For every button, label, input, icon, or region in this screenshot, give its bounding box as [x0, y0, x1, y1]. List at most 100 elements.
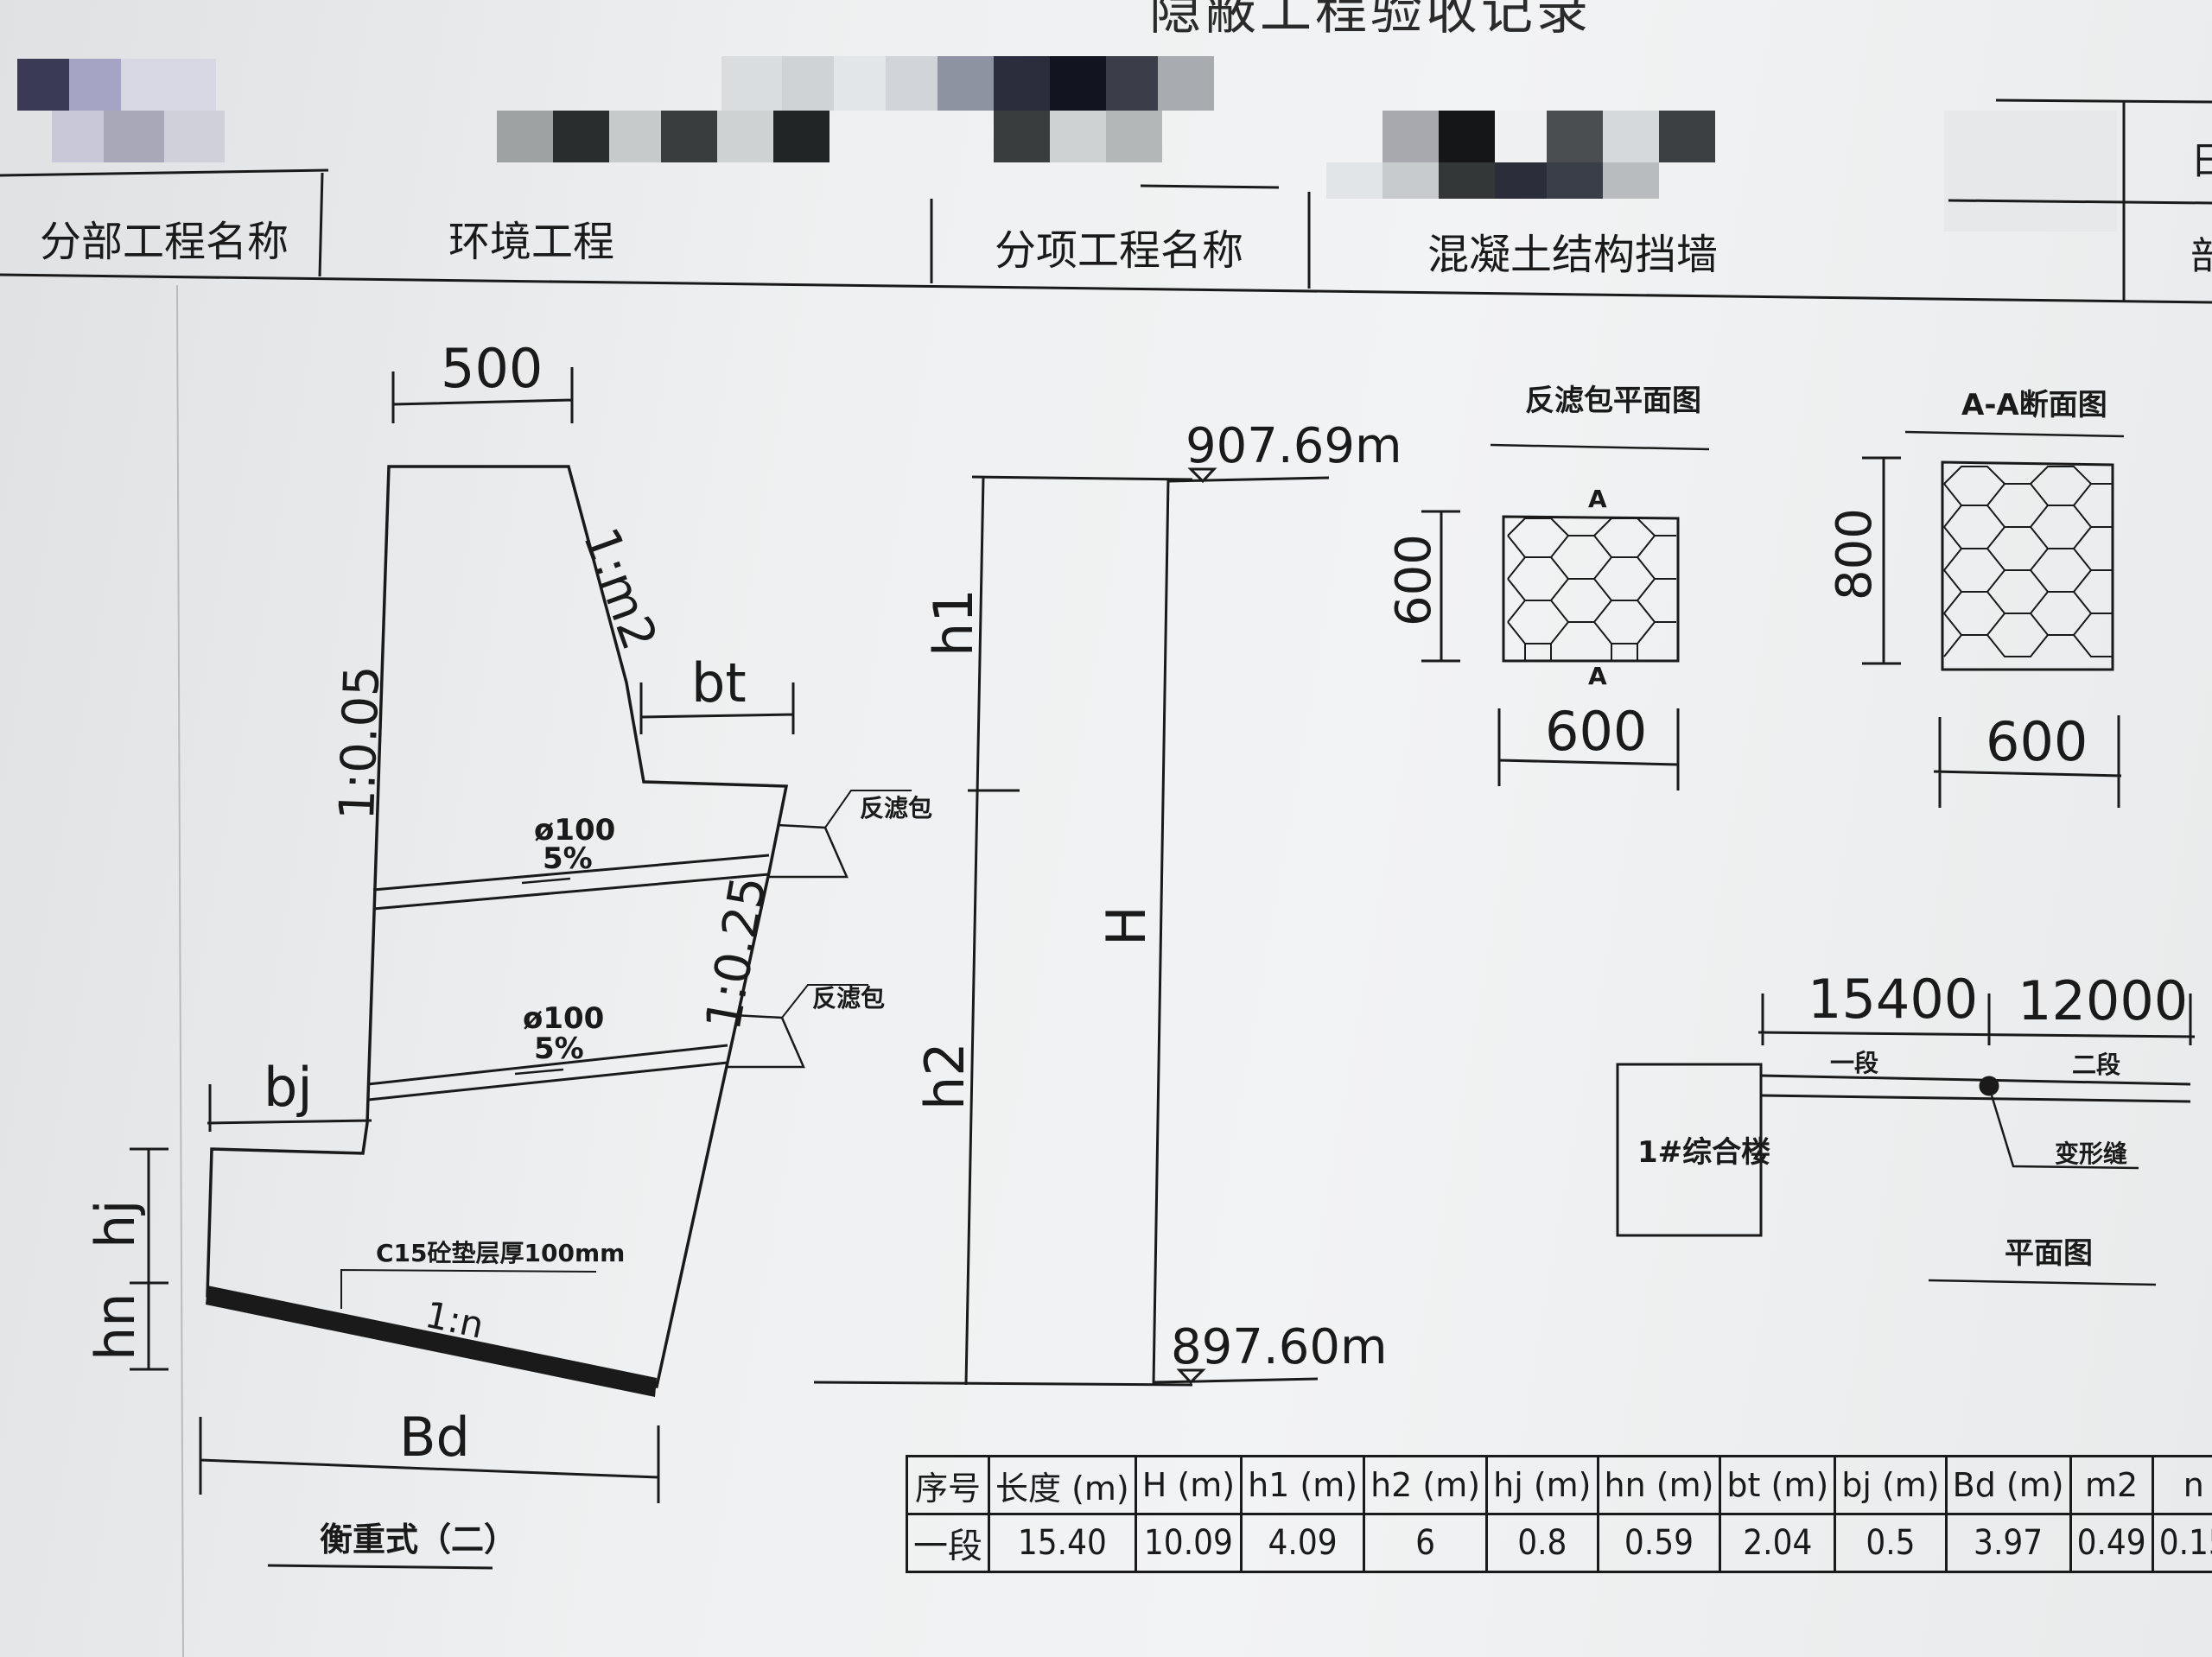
- aa-dim-height: [1862, 456, 1901, 665]
- label-slope-m2: 1:m2: [572, 521, 668, 657]
- table-cell: 3.97: [1944, 1513, 2072, 1573]
- header-label-item: 分项工程名称: [994, 226, 1243, 275]
- cushion-note-leader: [340, 1268, 597, 1309]
- plan-title: 平面图: [2005, 1236, 2093, 1271]
- label-hj: hj: [84, 1199, 147, 1248]
- parameter-table: 序号 长度 (m) H (m) h1 (m) h2 (m) hj (m) hn …: [906, 1455, 2212, 1573]
- table-header-cell: m2: [2069, 1455, 2154, 1515]
- label-pipe1-dia: ø100: [534, 813, 615, 848]
- aa-title-underline: [1904, 430, 2125, 438]
- header-table-row: 分部工程名称 环境工程 分项工程名称 混凝土结构挡墙 日 部: [0, 139, 2212, 298]
- label-pipe1-slope: 5%: [543, 841, 593, 876]
- header-top-line-mid: [1140, 184, 1280, 189]
- table-header-cell: 长度 (m): [988, 1455, 1137, 1515]
- aa-section-box: [1941, 460, 2114, 671]
- plan-len2-label: 12000: [2018, 969, 2188, 1032]
- plan-building-box: [1616, 1063, 1763, 1237]
- elev-mark-bottom: [1154, 1368, 1319, 1385]
- plan-joint-dot: [1979, 1076, 1999, 1096]
- filter-plan-mark-bottom: A: [1588, 662, 1607, 690]
- plan-seg2-label: 二段: [2072, 1051, 2120, 1079]
- table-cell: 0.49: [2069, 1513, 2154, 1573]
- table-header-cell: n: [2151, 1455, 2212, 1515]
- label-bj: bj: [264, 1056, 313, 1119]
- header-cut-right-bottom: 部: [2190, 234, 2212, 278]
- caption-underline: [267, 1564, 493, 1570]
- table-header-cell: bj (m): [1834, 1455, 1948, 1515]
- table-cell: 6: [1363, 1513, 1489, 1573]
- table-header-cell: bt (m): [1719, 1455, 1837, 1515]
- dim-top-width: [391, 367, 574, 423]
- header-cut-right-top: 日: [2190, 139, 2212, 183]
- header-top-line-left: [0, 168, 329, 177]
- filter-plan-hex-pattern: [1507, 517, 1676, 661]
- pipe-lower-slope-arrow: [514, 1068, 564, 1076]
- table-header-cell: h2 (m): [1363, 1455, 1489, 1515]
- filter-pack-upper: [769, 823, 849, 879]
- label-bt: bt: [691, 651, 747, 714]
- table-cell: 一段: [906, 1513, 990, 1573]
- filter-plan-title-underline: [1490, 443, 1710, 451]
- aa-hex-pattern: [1943, 466, 2113, 657]
- plan-joint-leader: [1990, 1095, 2139, 1170]
- table-header-cell: Bd (m): [1944, 1455, 2072, 1515]
- plan-title-underline: [1928, 1279, 2157, 1286]
- header-label-subdivision: 分部工程名称: [39, 218, 289, 266]
- label-filter-pack-upper: 反滤包: [860, 794, 932, 822]
- drain-pipe-lower: [367, 1044, 728, 1101]
- dim-bj: [207, 1084, 372, 1132]
- filter-plan-height-label: 600: [1386, 534, 1442, 626]
- label-bd: Bd: [399, 1406, 470, 1469]
- filter-pack-lower: [728, 1013, 805, 1069]
- label-slope-front: 1:0.05: [329, 664, 391, 821]
- redacted-blur-strip: [0, 35, 2212, 232]
- wall-outline: [206, 465, 789, 1389]
- table-cell: 0.59: [1596, 1513, 1722, 1573]
- label-elev-top: 907.69m: [1185, 418, 1402, 474]
- filter-pack-upper-leader: [824, 790, 912, 828]
- plan-len1-label: 15400: [1808, 968, 1978, 1031]
- label-filter-pack-lower: 反滤包: [812, 984, 885, 1013]
- dim-H-vertical: [1152, 479, 1170, 1386]
- table-header-cell: H (m): [1134, 1455, 1243, 1515]
- dim-bd: [199, 1417, 660, 1503]
- aa-section-title: A-A断面图: [1961, 388, 2107, 422]
- dim-hj-hn: [130, 1147, 168, 1371]
- header-divider-1: [318, 172, 324, 277]
- table-header-cell: 序号: [906, 1455, 990, 1515]
- table-cell: 15.40: [988, 1513, 1137, 1573]
- label-pipe2-dia: ø100: [523, 1001, 604, 1036]
- table-cell: 10.09: [1134, 1513, 1243, 1573]
- aa-dim-width: [1933, 715, 2122, 808]
- table-header-cell: h1 (m): [1240, 1455, 1366, 1515]
- dim-bt: [639, 682, 795, 734]
- filter-pack-lower-leader: [781, 984, 868, 1019]
- dim-h-vertical-left: [964, 475, 1193, 1386]
- table-cell: 0.8: [1485, 1513, 1599, 1573]
- label-cushion-note: C15砼垫层厚100mm: [376, 1239, 625, 1267]
- plan-seg1-label: 一段: [1830, 1049, 1878, 1077]
- cushion-layer: [206, 1286, 657, 1397]
- table-cell: 0.5: [1834, 1513, 1948, 1573]
- pipe-upper-slope-arrow: [521, 877, 571, 885]
- document-title-fragment: 隐蔽工程验收记录: [1149, 0, 1592, 41]
- header-right-middle-line: [1948, 199, 2212, 205]
- elev-mark-top: [1167, 467, 1330, 484]
- filter-plan-dim-width: [1497, 708, 1680, 790]
- table-header-row: 序号 长度 (m) H (m) h1 (m) h2 (m) hj (m) hn …: [906, 1455, 2212, 1515]
- dim-bottom-ext: [813, 1381, 1193, 1387]
- label-slope-back: 1:0.25: [696, 873, 778, 1035]
- label-H: H: [1095, 905, 1158, 946]
- plan-dim-lengths: [1758, 994, 2196, 1045]
- label-elev-bottom: 897.60m: [1171, 1319, 1388, 1375]
- header-value-item: 混凝土结构挡墙: [1427, 231, 1718, 279]
- table-header-cell: hj (m): [1485, 1455, 1599, 1515]
- header-bottom-line: [0, 273, 2212, 304]
- page-margin-line: [176, 284, 184, 1657]
- drain-pipe-upper: [372, 854, 770, 911]
- label-h1: h1: [922, 588, 985, 657]
- label-hn: hn: [84, 1292, 147, 1361]
- aa-width-label: 600: [1986, 710, 2088, 773]
